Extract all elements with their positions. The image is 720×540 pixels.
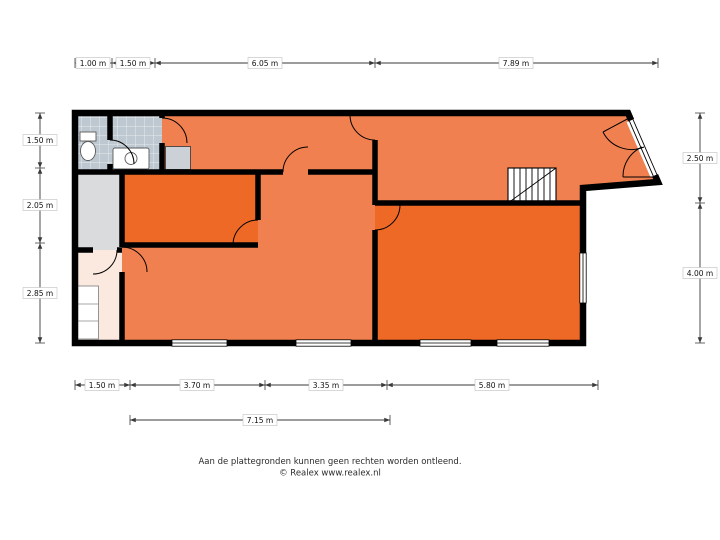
room-entry-hall xyxy=(162,113,375,172)
dimension-bottom-total: 7.15 m xyxy=(129,414,391,426)
dim-label-box xyxy=(247,57,283,69)
interior-walls xyxy=(75,113,583,343)
dim-label: 1.50 m xyxy=(115,57,151,69)
room-middle xyxy=(122,172,258,245)
diagonal-door-leaves xyxy=(602,116,655,178)
diagonal-door-frame xyxy=(628,119,658,177)
toilet-bowl xyxy=(80,141,96,161)
door-arc-bathroom-divider xyxy=(109,139,135,165)
dim-label-box xyxy=(474,379,510,391)
door-arc-hall xyxy=(282,146,309,173)
dim-label-box xyxy=(308,379,344,391)
door-arc-middle-room xyxy=(232,219,259,246)
dim-label: 3.35 m xyxy=(308,379,344,391)
doors xyxy=(92,114,660,275)
dim-label: 6.05 m xyxy=(247,57,283,69)
dim-label-text: 3.35 m xyxy=(313,381,339,390)
dimension-bottom: 1.50 m 3.70 m 3.35 m 5.80 m xyxy=(74,379,599,391)
outer-walls xyxy=(71,109,663,347)
dim-label-text: 1.50 m xyxy=(120,59,146,68)
footer: Aan de plattegronden kunnen geen rechten… xyxy=(198,457,461,479)
windows xyxy=(171,252,587,347)
room-storage xyxy=(75,172,122,250)
sink-basin xyxy=(124,152,138,165)
toilet-tank xyxy=(79,131,97,142)
dim-label-text: 7.89 m xyxy=(503,59,529,68)
dim-label: 1.00 m xyxy=(75,57,111,69)
dim-label: 7.15 m xyxy=(242,414,278,426)
door-arc-kitchen-living xyxy=(121,246,148,273)
dimension-left: 1.50 m 2.05 m 2.85 m xyxy=(22,112,58,344)
dimension-top: 1.00 m 1.50 m 6.05 m 7.89 m xyxy=(74,57,659,69)
dim-label-box xyxy=(84,379,120,391)
walls xyxy=(71,109,663,347)
dim-label: 2.85 m xyxy=(22,287,58,299)
room-living xyxy=(122,172,375,343)
dim-label: 4.00 m xyxy=(682,267,718,279)
dim-label: 2.05 m xyxy=(22,199,58,211)
door-arc-bottom-right-room xyxy=(374,204,401,231)
dim-label: 2.50 m xyxy=(682,152,718,164)
window-glass-lines xyxy=(172,253,584,344)
dim-label-text: 2.85 m xyxy=(27,289,53,298)
dim-label: 1.50 m xyxy=(22,134,58,146)
door-arc-storage-kitchen xyxy=(92,249,118,275)
dim-label-box xyxy=(682,152,718,164)
dim-label: 5.80 m xyxy=(474,379,510,391)
dim-label-text: 1.50 m xyxy=(89,381,115,390)
dim-label-box xyxy=(682,267,718,279)
dim-label-text: 7.15 m xyxy=(247,416,273,425)
room-top-right xyxy=(375,113,658,203)
door-arc-diagonal-lower xyxy=(622,146,643,178)
dim-label-text: 2.50 m xyxy=(687,154,713,163)
dim-label-text: 1.50 m xyxy=(27,136,53,145)
hall-cabinet xyxy=(165,146,191,170)
dim-label-box xyxy=(22,134,58,146)
dimension-right: 2.50 m 4.00 m xyxy=(682,112,718,344)
stair-diagonal xyxy=(507,167,557,204)
dim-label-text: 4.00 m xyxy=(687,269,713,278)
dim-label-text: 2.05 m xyxy=(27,201,53,210)
door-arc-bathroom-entry xyxy=(161,117,188,144)
dim-label-box xyxy=(22,199,58,211)
door-arc-hall-top xyxy=(349,114,376,141)
disclaimer-text: Aan de plattegronden kunnen geen rechten… xyxy=(198,457,461,467)
staircase xyxy=(507,167,557,204)
dim-label-box xyxy=(242,414,278,426)
dim-label: 1.50 m xyxy=(84,379,120,391)
room-bottom-right xyxy=(375,203,583,343)
dim-label-text: 5.80 m xyxy=(479,381,505,390)
dim-label-text: 1.00 m xyxy=(80,59,106,68)
dim-label-box xyxy=(115,57,151,69)
dim-label: 7.89 m xyxy=(498,57,534,69)
dim-label-box xyxy=(75,57,111,69)
dim-label: 3.70 m xyxy=(179,379,215,391)
kitchen-counter-divisions xyxy=(77,303,99,322)
dim-label-text: 6.05 m xyxy=(252,59,278,68)
dim-label-box xyxy=(179,379,215,391)
dim-label-text: 3.70 m xyxy=(184,381,210,390)
dim-label-box xyxy=(22,287,58,299)
kitchen-counter xyxy=(77,285,99,340)
copyright-text: © Realex www.realex.nl xyxy=(279,469,381,479)
dim-label-box xyxy=(498,57,534,69)
